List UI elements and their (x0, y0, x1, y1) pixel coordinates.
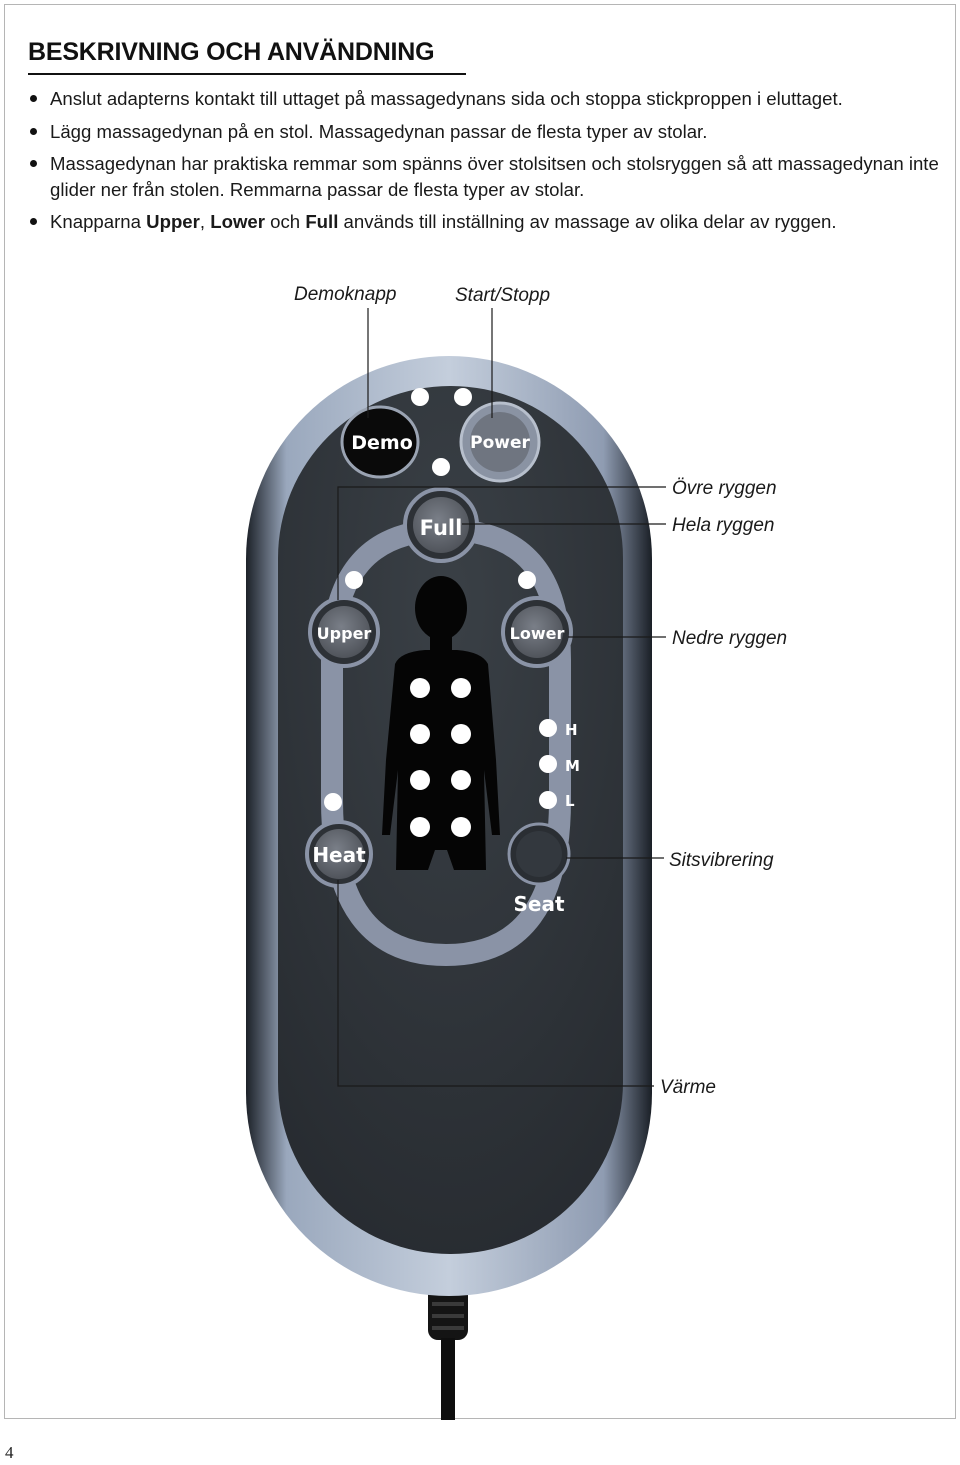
massage-led (410, 817, 430, 837)
keyword-upper: Upper (146, 211, 200, 232)
intensity-label-low: L (565, 792, 575, 810)
instruction-text: Massagedynan har praktiska remmar som sp… (50, 153, 939, 200)
massage-led (451, 817, 471, 837)
instruction-prefix: Knapparna (50, 211, 147, 232)
page-heading: BESKRIVNING OCH ANVÄNDNING (28, 38, 435, 66)
lower-button[interactable]: Lower (501, 596, 573, 668)
callout-lines (337, 308, 666, 1087)
keyword-full: Full (305, 211, 339, 232)
full-button[interactable]: Full (403, 487, 479, 563)
power-button[interactable]: Power (459, 401, 541, 483)
led-indicator (432, 458, 450, 476)
callout-demo: Demoknapp (294, 284, 396, 305)
keyword-lower: Lower (210, 211, 265, 232)
massage-led (451, 678, 471, 698)
led-indicator (345, 571, 363, 589)
zone-ring (321, 518, 571, 967)
seat-button-label: Seat (513, 892, 564, 916)
massage-led (451, 724, 471, 744)
led-indicator (454, 388, 472, 406)
instruction-sep: , (199, 211, 211, 232)
instruction-item: Anslut adapterns kontakt till uttaget på… (22, 86, 942, 112)
demo-button[interactable]: Demo (340, 405, 420, 479)
callout-seat: Sitsvibrering (669, 850, 774, 871)
callout-full-back: Hela ryggen (672, 515, 774, 536)
upper-button-label: Upper (317, 624, 372, 643)
heat-button[interactable]: Heat (305, 820, 373, 888)
seat-button[interactable]: Seat (507, 822, 571, 916)
massage-led (410, 678, 430, 698)
massage-led (451, 770, 471, 790)
intensity-led-high (539, 719, 557, 737)
intensity-label-high: H (565, 721, 578, 739)
instruction-item: Lägg massagedynan på en stol. Massagedyn… (22, 119, 942, 145)
upper-button[interactable]: Upper (308, 596, 380, 668)
callout-upper-back: Övre ryggen (672, 478, 777, 499)
heat-button-label: Heat (312, 843, 366, 867)
instruction-text: Anslut adapterns kontakt till uttaget på… (50, 88, 843, 109)
instruction-suffix: används till inställning av massage av o… (338, 211, 837, 232)
full-button-label: Full (420, 516, 463, 540)
intensity-led-low (539, 791, 557, 809)
body-silhouette (382, 576, 500, 870)
power-button-label: Power (470, 433, 530, 453)
led-indicator (411, 388, 429, 406)
intensity-label-medium: M (565, 757, 580, 775)
led-indicator (324, 793, 342, 811)
instruction-sep: och (265, 211, 306, 232)
page-frame (4, 4, 956, 1419)
callout-power: Start/Stopp (455, 285, 550, 306)
lower-button-label: Lower (510, 624, 565, 643)
intensity-led-medium (539, 755, 557, 773)
demo-button-label: Demo (351, 432, 413, 454)
heading-underline (28, 73, 466, 75)
instruction-item: Massagedynan har praktiska remmar som sp… (22, 151, 942, 202)
massage-led (410, 724, 430, 744)
instruction-list: Anslut adapterns kontakt till uttaget på… (22, 86, 942, 242)
page-number: 4 (5, 1443, 14, 1462)
instruction-text: Lägg massagedynan på en stol. Massagedyn… (50, 120, 708, 142)
callout-heat: Värme (660, 1077, 716, 1098)
led-indicator (518, 571, 536, 589)
callout-lower-back: Nedre ryggen (672, 628, 787, 649)
instruction-item: Knapparna Upper, Lower och Full används … (22, 209, 942, 235)
massage-led (410, 770, 430, 790)
